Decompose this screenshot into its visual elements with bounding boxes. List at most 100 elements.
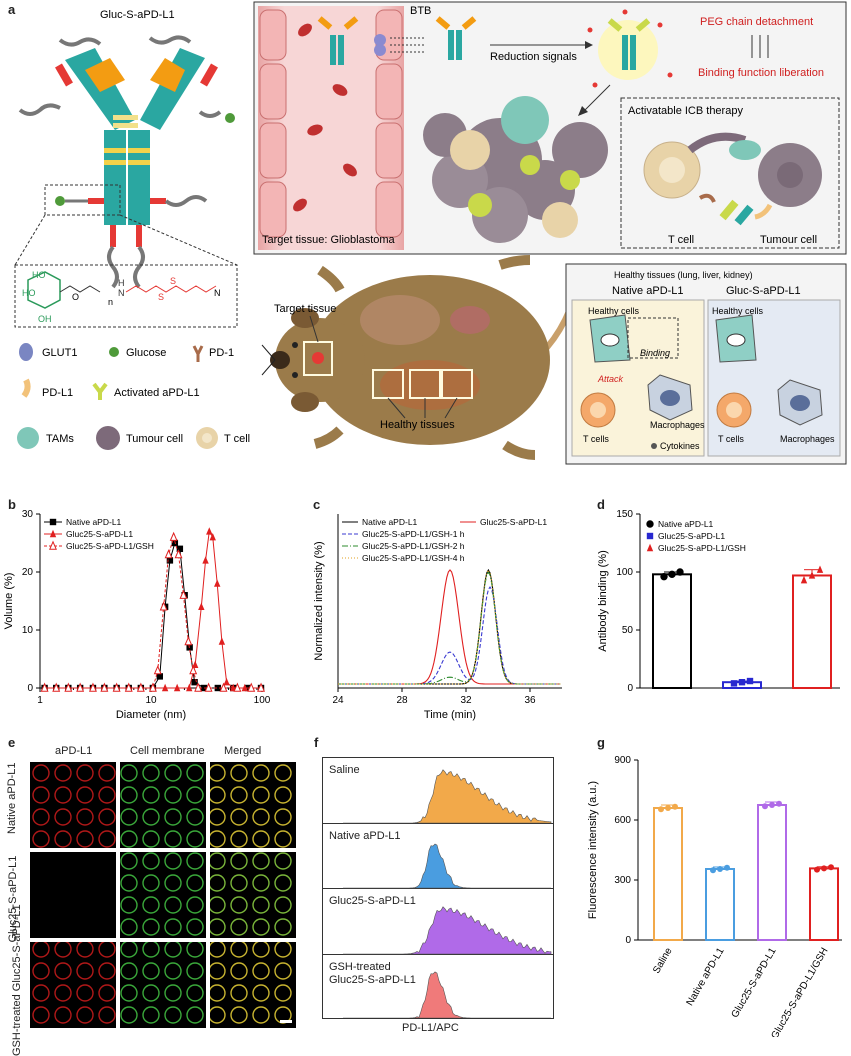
antibody-small-icon <box>317 16 359 65</box>
micro-gsh-apdl1 <box>30 942 116 1028</box>
series-1 <box>41 527 265 692</box>
data-point <box>808 571 816 579</box>
data-point <box>169 531 178 541</box>
svg-text:Attack: Attack <box>597 374 624 384</box>
series-line-4 <box>338 568 561 685</box>
legend-label: Native aPD-L1 <box>362 517 418 527</box>
x-tick-label: Saline <box>651 946 675 976</box>
series-line-1 <box>338 569 561 685</box>
healthy-header: Healthy tissues (lung, liver, kidney) <box>614 270 753 280</box>
histogram-3 <box>343 971 551 1018</box>
data-point <box>148 682 157 692</box>
y-tick-label: 150 <box>616 509 633 520</box>
panel-a-schematic: Gluc-S-aPD-L1 <box>14 1 847 465</box>
data-point <box>153 665 162 675</box>
data-point <box>156 673 163 680</box>
data-point <box>816 565 824 573</box>
histogram-1 <box>343 843 551 889</box>
pd1-icon <box>192 345 204 362</box>
y-tick-label: 900 <box>614 755 631 766</box>
x-tick-label: 1 <box>37 695 43 706</box>
legend-pd1: PD-1 <box>209 347 234 359</box>
data-point <box>665 805 671 811</box>
data-point <box>776 800 782 807</box>
data-point <box>194 682 203 692</box>
svg-text:Macrophages: Macrophages <box>780 434 835 444</box>
legend-marker <box>49 540 57 550</box>
data-point <box>247 682 256 692</box>
micro-gluc-merged <box>210 852 296 938</box>
y-tick-label: 10 <box>22 625 34 636</box>
data-point <box>206 527 213 535</box>
btb-label: BTB <box>410 5 431 17</box>
legend-pdl1: PD-L1 <box>42 387 73 399</box>
svg-text:S: S <box>158 292 164 302</box>
micro-native-merged <box>210 762 296 848</box>
x-tick-label: 32 <box>460 695 472 706</box>
micro-native-apdl1 <box>30 762 116 848</box>
panel-label-d: d <box>597 497 605 512</box>
data-point <box>191 679 198 686</box>
data-point <box>233 682 242 692</box>
col-membrane: Cell membrane <box>130 745 205 757</box>
hist-saline: Saline <box>323 758 553 824</box>
panel-label-g: g <box>597 735 605 750</box>
svg-text:H: H <box>118 278 125 288</box>
peg-detach-label: PEG chain detachment <box>700 16 813 28</box>
svg-text:T cells: T cells <box>718 434 744 444</box>
data-point <box>76 682 85 692</box>
data-point <box>173 683 181 692</box>
hist-gluc: Gluc25-S-aPD-L1 <box>323 889 553 955</box>
reduction-label: Reduction signals <box>490 51 577 63</box>
svg-text:Healthy cells: Healthy cells <box>588 306 640 316</box>
micro-native-membrane <box>120 762 206 848</box>
micrograph-grid <box>30 762 296 1028</box>
legend-marker <box>49 529 57 538</box>
y-tick-label: 100 <box>616 567 633 578</box>
svg-text:Healthy cells: Healthy cells <box>712 306 764 316</box>
legend-label: Gluc25-S-aPD-L1/GSH <box>658 543 746 553</box>
data-point <box>209 533 216 541</box>
mouse-icon <box>261 255 583 460</box>
data-point <box>738 679 746 686</box>
data-point <box>189 665 198 675</box>
data-point <box>202 556 209 564</box>
panel-label-f: f <box>314 735 319 750</box>
histogram-stack: Saline Native aPD-L1 Gluc25-S-aPD-L1 GSH… <box>322 757 554 1019</box>
micro-gluc-apdl1 <box>30 852 116 938</box>
data-point <box>746 677 754 685</box>
legend-glucose: Glucose <box>126 347 166 359</box>
series-line-0 <box>338 568 561 685</box>
data-point <box>218 637 226 645</box>
data-point <box>100 682 109 692</box>
data-point <box>124 682 133 692</box>
x-tick-label: 36 <box>524 695 536 706</box>
data-point <box>64 682 73 692</box>
y-axis-label: Volume (%) <box>3 573 15 630</box>
icb-tcell-label: T cell <box>668 234 694 246</box>
svg-text:N: N <box>118 288 125 298</box>
legend-label: Gluc25-S-aPD-L1/GSH-1 h <box>362 529 465 539</box>
data-point <box>184 636 193 646</box>
data-point <box>174 549 183 559</box>
data-point <box>828 864 834 871</box>
legend-label: Native aPD-L1 <box>658 519 714 529</box>
data-point <box>40 682 49 692</box>
svg-text:Cytokines: Cytokines <box>660 441 700 451</box>
data-point <box>136 682 145 692</box>
data-point <box>769 802 775 808</box>
legend-tumour: Tumour cell <box>126 433 183 445</box>
legend-label: Gluc25-S-aPD-L1 <box>66 529 133 539</box>
x-tick-label: 28 <box>396 695 408 706</box>
bar <box>653 807 683 941</box>
legend-marker <box>646 532 654 540</box>
icb-tumour-label: Tumour cell <box>760 234 817 246</box>
data-point <box>257 682 265 692</box>
y-tick-label: 300 <box>614 875 631 886</box>
legend-marker <box>646 520 654 528</box>
col-apdl1: aPD-L1 <box>55 745 93 757</box>
